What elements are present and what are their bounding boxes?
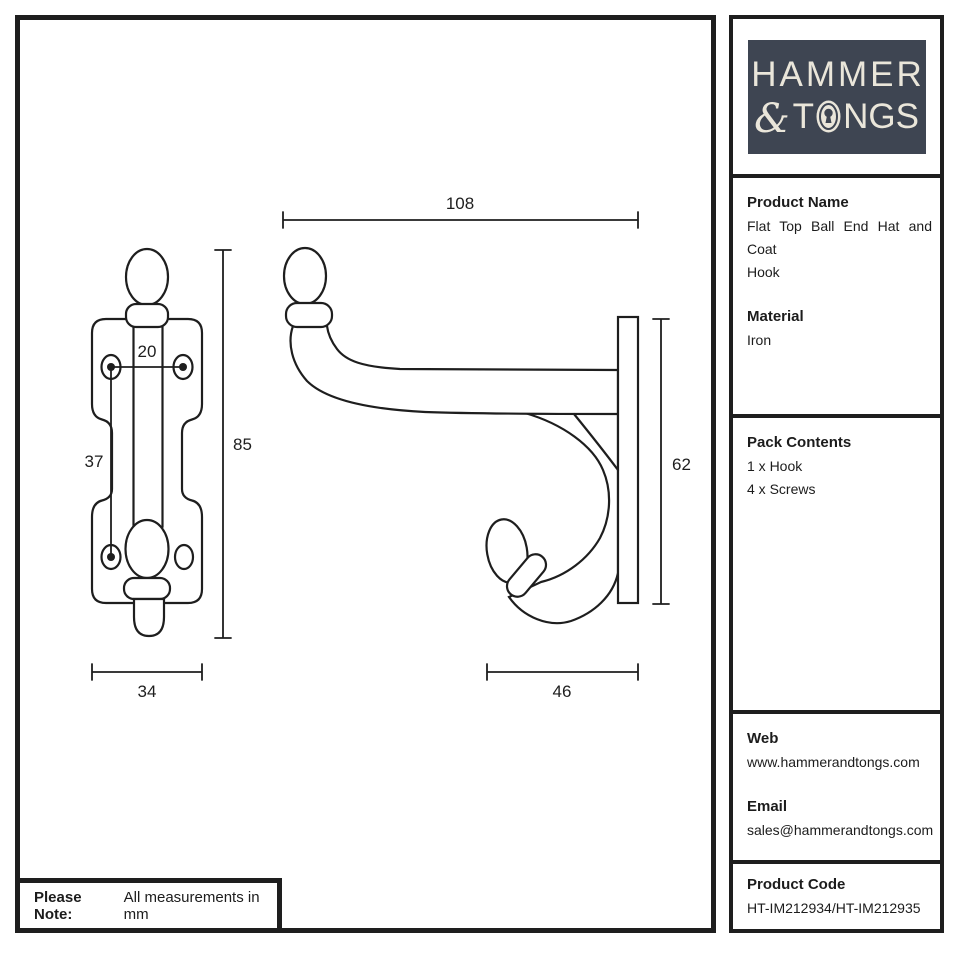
dim-projection: 108 xyxy=(446,194,474,213)
dim-plate-width: 34 xyxy=(138,682,157,701)
email-address: sales@hammerandtongs.com xyxy=(747,822,934,838)
side-view: 108 62 46 xyxy=(282,194,691,701)
hook-arm xyxy=(289,324,620,416)
pack-contents-panel: Pack Contents 1 x Hook 4 x Screws xyxy=(729,414,944,714)
pack-item: 4 x Screws xyxy=(747,481,816,497)
pack-contents-heading: Pack Contents xyxy=(747,434,852,451)
logo-panel: HAMMER & T NGS xyxy=(729,15,944,178)
logo-letters-ngs: NGS xyxy=(843,97,919,136)
front-top-collar xyxy=(124,302,170,329)
product-name-heading: Product Name xyxy=(747,194,849,211)
web-address: www.hammerandtongs.com xyxy=(747,754,920,770)
product-code-panel: Product Code HT-IM212934/HT-IM212935 xyxy=(729,860,944,933)
product-name-line1: Flat Top Ball End Hat and Coat xyxy=(747,218,932,257)
front-bottom-collar xyxy=(122,576,172,601)
hole-center-dot xyxy=(107,363,115,371)
logo-letter-t: T xyxy=(792,97,815,136)
front-shank xyxy=(132,325,164,529)
dim-hole-spacing: 20 xyxy=(138,342,157,361)
dim-hole-pitch: 37 xyxy=(85,452,104,471)
hole-center-dot xyxy=(179,363,187,371)
note-text: All measurements in mm xyxy=(123,888,260,923)
hook-curl xyxy=(507,411,620,625)
front-tip xyxy=(132,597,166,638)
email-heading: Email xyxy=(747,798,788,815)
dim-plate-height: 62 xyxy=(672,455,691,474)
side-bottom-collar xyxy=(505,553,548,598)
front-dimension-lines xyxy=(91,249,232,681)
side-dimension-lines xyxy=(282,211,670,681)
info-sidebar: HAMMER & T NGS Product Name Flat Top Bal… xyxy=(729,15,944,933)
product-name-line2: Hook xyxy=(747,264,780,280)
dim-total-height: 85 xyxy=(233,435,252,454)
logo-word-hammer: HAMMER xyxy=(751,54,925,94)
web-heading: Web xyxy=(747,730,779,747)
wall-plate xyxy=(616,315,640,605)
screw-hole xyxy=(173,543,195,571)
contact-panel: Web www.hammerandtongs.com Email sales@h… xyxy=(729,710,944,864)
side-top-collar xyxy=(284,301,334,329)
front-view: 20 37 85 34 xyxy=(85,247,252,701)
note-label: Please Note: xyxy=(34,888,82,923)
ampersand-glyph: & xyxy=(754,95,790,142)
hammer-and-tongs-logo: HAMMER & T NGS xyxy=(747,39,926,154)
product-info-panel: Product Name Flat Top Ball End Hat and C… xyxy=(729,174,944,418)
pack-item: 1 x Hook xyxy=(747,458,803,474)
front-top-ball xyxy=(124,247,170,307)
material-value: Iron xyxy=(747,332,772,348)
hole-center-dot xyxy=(107,553,115,561)
gusset-fillet xyxy=(572,412,620,472)
product-code-value: HT-IM212934/HT-IM212935 xyxy=(747,900,921,916)
keyhole-icon xyxy=(816,100,841,133)
side-top-ball xyxy=(282,246,328,306)
backplate-outline xyxy=(90,317,204,605)
logo-word-tongs: & T NGS xyxy=(754,95,919,142)
measurement-note: Please Note: All measurements in mm xyxy=(15,878,282,933)
material-heading: Material xyxy=(747,308,804,325)
dim-hook-depth: 46 xyxy=(553,682,572,701)
front-bottom-ball xyxy=(124,518,170,580)
product-code-heading: Product Code xyxy=(747,876,846,893)
